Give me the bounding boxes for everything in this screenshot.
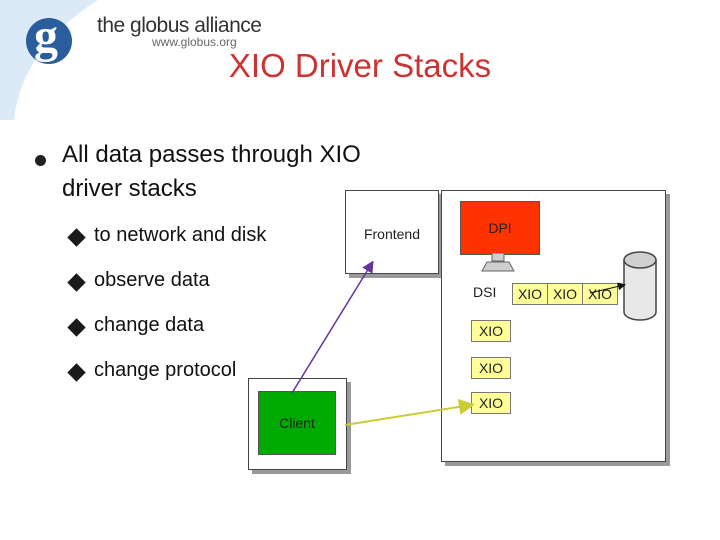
xio-disk-box: XIO: [512, 283, 548, 305]
xio-stack-box: XIO: [471, 357, 511, 379]
globus-logo: g: [24, 10, 74, 70]
xio-stack-box: XIO: [471, 392, 511, 414]
xio-disk-box: XIO: [547, 283, 583, 305]
sub-bullet-text: change data: [94, 314, 205, 336]
disk-icon: [623, 251, 657, 321]
main-bullet-label: All data passes through XIO driver stack…: [62, 141, 361, 202]
sub-bullet-text: change protocol: [94, 359, 237, 381]
client-label: Client: [279, 415, 315, 431]
logo-url: www.globus.org: [152, 35, 237, 49]
logo-letter: g: [34, 10, 58, 63]
logo-arc: [0, 0, 98, 120]
xio-to-disk-arrow: [589, 282, 626, 294]
client-to-xio-arrow: [344, 398, 475, 426]
globus-logo-icon: [26, 18, 72, 64]
monitor-icon: [481, 253, 515, 272]
sub-bullet-text: to network and disk: [94, 224, 267, 246]
dpi-box: DPI: [460, 201, 540, 255]
dpi-label: DPI: [488, 220, 512, 236]
dsi-label: DSI: [473, 284, 497, 300]
xio-stack-box: XIO: [471, 320, 511, 342]
client-to-frontend-arrow: [291, 260, 374, 394]
main-bullet-text: All data passes through XIO driver stack…: [62, 138, 392, 206]
main-bullet-icon: [35, 155, 46, 166]
slide-title: XIO Driver Stacks: [228, 47, 492, 84]
frontend-label: Frontend: [363, 226, 421, 242]
frontend-frame: [345, 190, 439, 274]
logo-title: the globus alliance: [97, 14, 262, 37]
sub-bullet-text: observe data: [94, 269, 210, 291]
client-box: Client: [258, 391, 336, 455]
